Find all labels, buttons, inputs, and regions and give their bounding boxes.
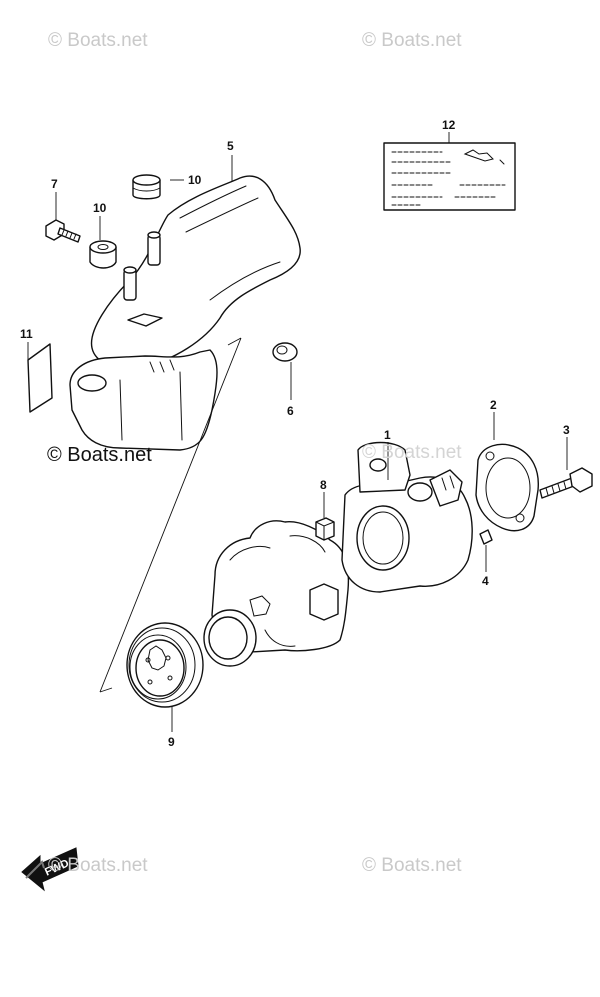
callout-10-upper: 10 (188, 173, 202, 187)
part-11-plate (27, 343, 53, 413)
callout-7: 7 (51, 177, 58, 191)
callout-5: 5 (227, 139, 234, 153)
watermark: © Boats.net (48, 855, 148, 876)
part-2-gasket (475, 443, 539, 532)
watermark: © Boats.net (362, 855, 462, 876)
callout-3: 3 (563, 423, 570, 437)
intake-nozzles (123, 231, 161, 301)
part-10-grommet-lower (89, 240, 117, 269)
callout-4: 4 (482, 574, 489, 588)
part-4-pin (479, 529, 493, 545)
watermark: © Boats.net (362, 442, 462, 463)
watermark: © Boats.net (362, 30, 462, 51)
callout-6: 6 (287, 404, 294, 418)
part-6-grommet (272, 342, 298, 362)
callout-9: 9 (168, 735, 175, 749)
callout-10-lower: 10 (93, 201, 107, 215)
callout-1: 1 (384, 428, 391, 442)
part-7-bolt (45, 219, 81, 243)
part-10-grommet-upper (132, 174, 161, 200)
part-12-label (383, 142, 516, 211)
callout-12: 12 (442, 118, 456, 132)
watermark: © Boats.net (48, 30, 148, 51)
part-9-pulley (126, 622, 204, 708)
callout-11: 11 (20, 327, 33, 341)
water-pump-body (203, 520, 350, 667)
callout-2: 2 (490, 398, 497, 412)
part-5-intake-box (69, 175, 301, 451)
part-3-bolt (539, 467, 593, 499)
part-1-throttle-body (341, 441, 473, 593)
assembly-bracket (99, 337, 242, 693)
callout-8: 8 (320, 478, 327, 492)
watermark: © Boats.net (47, 444, 152, 466)
part-8-block (315, 517, 335, 541)
callout-numbers: 5 10 10 7 11 6 12 1 2 3 4 8 9 (20, 118, 570, 749)
leader-lines (27, 132, 568, 732)
